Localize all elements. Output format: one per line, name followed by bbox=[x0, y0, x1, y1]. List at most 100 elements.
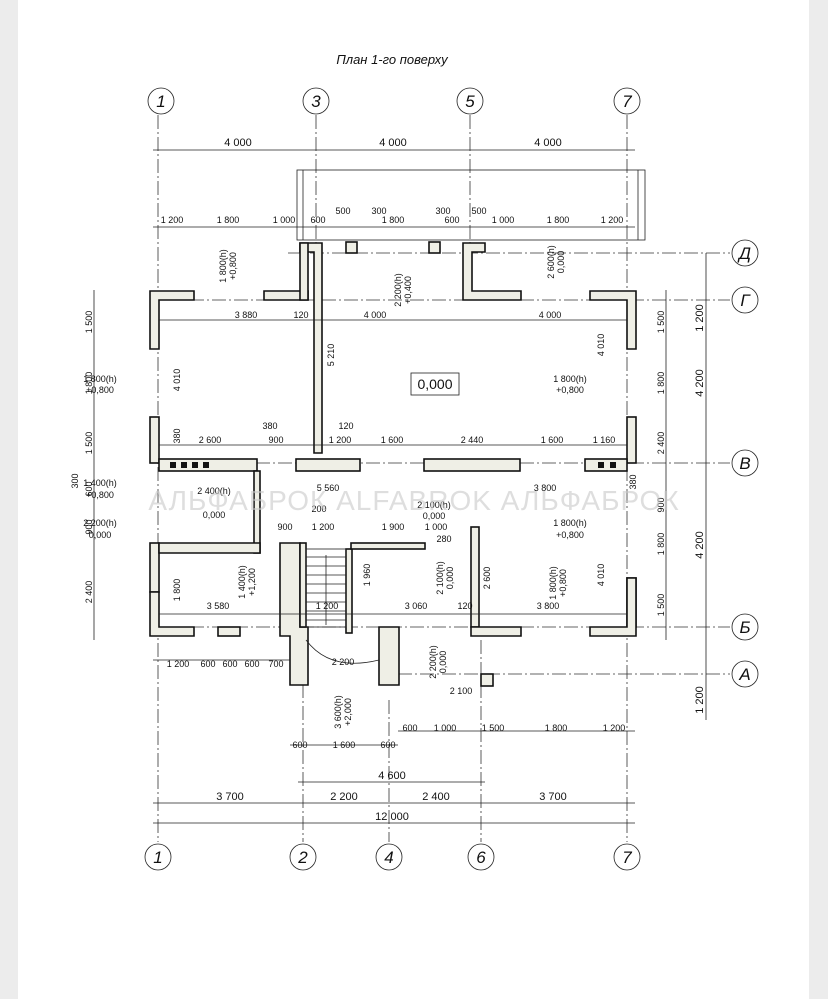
dim-room: 5 560 bbox=[317, 483, 340, 493]
opening-height: 2 100(h) bbox=[417, 500, 451, 510]
dim-room: 3 060 bbox=[405, 601, 428, 611]
drawing-sheet: План 1-го поверху bbox=[18, 0, 809, 999]
dim-room: 1 600 bbox=[541, 435, 564, 445]
dim-right: 900 bbox=[656, 497, 666, 512]
dim-bottom: 600 bbox=[222, 659, 237, 669]
dim-bottom: 1 200 bbox=[167, 659, 190, 669]
opening-level: 0,000 bbox=[556, 251, 566, 274]
dim-right-outer: 1 200 bbox=[694, 304, 706, 332]
opening-level: 0,000 bbox=[89, 530, 112, 540]
opening-level: +0,800 bbox=[86, 385, 114, 395]
axis-label-top: 5 bbox=[465, 92, 475, 111]
left-dimension-lines: 1 500 1 800 1 500 600 300 900 2 400 bbox=[70, 290, 95, 640]
dim-bottom: 1 500 bbox=[482, 723, 505, 733]
dim-room: 4 000 bbox=[539, 310, 562, 320]
dim-bottom: 3 700 bbox=[539, 791, 567, 803]
opening-level: 0,000 bbox=[445, 567, 455, 590]
dim-right: 1 500 bbox=[656, 311, 666, 334]
dim-detail: 500 bbox=[335, 206, 350, 216]
axis-label-right: В bbox=[739, 454, 750, 473]
dim-room: 1 000 bbox=[425, 522, 448, 532]
dim-right-outer: 1 200 bbox=[694, 686, 706, 714]
opening-height: 2 600(h) bbox=[546, 245, 556, 279]
opening-level: +2,000 bbox=[343, 698, 353, 726]
dim-room: 1 800 bbox=[172, 579, 182, 602]
dim-room: 1 200 bbox=[312, 522, 335, 532]
dim-right: 1 800 bbox=[656, 372, 666, 395]
dim-left: 900 bbox=[84, 519, 94, 534]
opening-level: +0,800 bbox=[556, 385, 584, 395]
axis-label-top: 3 bbox=[311, 92, 321, 111]
right-dimension-lines: 1 500 1 800 2 400 380 900 1 800 1 500 1 … bbox=[628, 253, 707, 720]
dim-bottom: 2 200 bbox=[330, 791, 358, 803]
dim-bottom: 2 400 bbox=[422, 791, 450, 803]
dim-detail: 500 bbox=[471, 206, 486, 216]
dim-bottom: 600 bbox=[292, 740, 307, 750]
axis-label-bottom: 1 bbox=[153, 848, 162, 867]
right-axis-markers: Д Г В Б А bbox=[731, 239, 759, 688]
dim-bay: 4 000 bbox=[379, 137, 407, 149]
dim-bottom: 600 bbox=[200, 659, 215, 669]
floor-plan-drawing: План 1-го поверху bbox=[70, 52, 759, 871]
bottom-dimension-lines: 1 200 600 600 600 700 600 1 000 1 500 1 … bbox=[153, 659, 635, 824]
opening-height: 1 400(h) bbox=[237, 565, 247, 599]
opening-level: +0,800 bbox=[228, 252, 238, 280]
floor-level-mark: 0,000 bbox=[410, 372, 460, 396]
opening-height: 1 800(h) bbox=[83, 374, 117, 384]
bottom-axis-markers: 1 2 4 6 7 bbox=[144, 843, 641, 871]
dim-room: 1 200 bbox=[316, 601, 339, 611]
dim-room: 120 bbox=[338, 421, 353, 431]
opening-height: 2 200(h) bbox=[428, 645, 438, 679]
dim-room: 3 800 bbox=[534, 483, 557, 493]
opening-height: 1 800(h) bbox=[553, 374, 587, 384]
dim-left: 300 bbox=[70, 473, 80, 488]
dim-bottom: 600 bbox=[402, 723, 417, 733]
dim-detail: 1 800 bbox=[382, 215, 405, 225]
watermark: АЛЬФАБРОК ALFABROK АЛЬФАБРОК bbox=[148, 485, 679, 516]
dim-room: 1 960 bbox=[362, 564, 372, 587]
interior-dimensions: 3 880 120 4 000 4 000 5 210 4 010 4 010 … bbox=[159, 310, 627, 696]
dim-bottom: 1 000 bbox=[434, 723, 457, 733]
opening-level: +1,200 bbox=[247, 568, 257, 596]
axis-label-bottom: 2 bbox=[297, 848, 308, 867]
dim-bottom-mid: 4 600 bbox=[378, 770, 406, 782]
dim-total: 12 000 bbox=[375, 811, 409, 823]
dim-right-outer: 4 200 bbox=[694, 369, 706, 397]
dim-bottom: 600 bbox=[380, 740, 395, 750]
dim-room: 2 100 bbox=[450, 686, 473, 696]
dim-room: 4 010 bbox=[172, 369, 182, 392]
dim-left: 600 bbox=[84, 481, 94, 496]
dim-bottom: 1 800 bbox=[545, 723, 568, 733]
axis-label-right: А bbox=[738, 665, 750, 684]
dim-bottom: 600 bbox=[244, 659, 259, 669]
dim-room: 2 600 bbox=[199, 435, 222, 445]
dim-bottom: 3 700 bbox=[216, 791, 244, 803]
dim-left: 1 500 bbox=[84, 432, 94, 455]
dim-room: 900 bbox=[268, 435, 283, 445]
axis-label-right: Г bbox=[740, 291, 751, 310]
opening-height: 2 200(h) bbox=[83, 518, 117, 528]
opening-height: 1 800(h) bbox=[218, 249, 228, 283]
opening-height: 1 800(h) bbox=[553, 518, 587, 528]
dim-detail: 600 bbox=[310, 215, 325, 225]
dim-room: 120 bbox=[293, 310, 308, 320]
opening-height: 1 400(h) bbox=[83, 478, 117, 488]
dim-room: 900 bbox=[277, 522, 292, 532]
dim-detail: 300 bbox=[435, 206, 450, 216]
opening-level: 0,000 bbox=[203, 510, 226, 520]
dim-detail: 1 000 bbox=[492, 215, 515, 225]
axis-label-top: 1 bbox=[156, 92, 165, 111]
dim-room: 120 bbox=[457, 601, 472, 611]
dim-left: 1 500 bbox=[84, 311, 94, 334]
dim-room: 380 bbox=[172, 428, 182, 443]
opening-level: +0,800 bbox=[558, 569, 568, 597]
dim-room: 1 600 bbox=[381, 435, 404, 445]
dim-right-outer: 4 200 bbox=[694, 531, 706, 559]
dim-detail: 1 200 bbox=[161, 215, 184, 225]
vent-ducts bbox=[170, 462, 616, 468]
dim-room: 4 010 bbox=[596, 334, 606, 357]
dim-detail: 1 800 bbox=[217, 215, 240, 225]
dim-right: 2 400 bbox=[656, 432, 666, 455]
dim-bay: 4 000 bbox=[224, 137, 252, 149]
dim-room: 1 200 bbox=[329, 435, 352, 445]
